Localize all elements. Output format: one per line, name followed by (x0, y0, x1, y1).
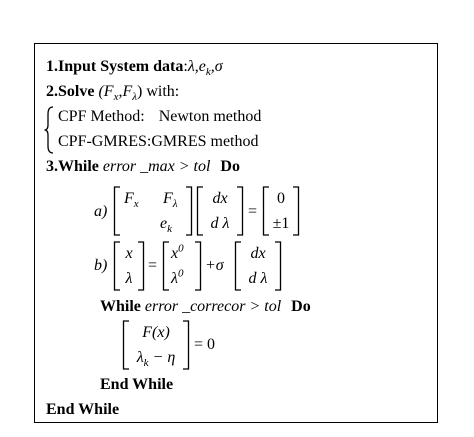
step1-vars: λ,e (187, 58, 206, 75)
eq-b-m2: λ0 (171, 267, 184, 287)
step1-line: 1.Input System data:λ,ek,σ (46, 57, 223, 79)
eq-b-mid-left-bracket (162, 241, 169, 291)
algorithm-box (34, 43, 438, 423)
eq-c-left-bracket (122, 320, 129, 370)
eq-a-prefix: a) (94, 203, 108, 220)
eq-c-r1: F(x) (142, 324, 170, 341)
step1-label: 1.Input System data (46, 58, 184, 75)
eq-b-right-right-bracket (275, 241, 282, 291)
step3-label: 3.While (46, 158, 99, 175)
eq-b-plus-sigma: +σ (205, 257, 224, 274)
left-brace-icon (44, 106, 54, 154)
eq-b-prefix: b) (94, 257, 108, 274)
step2-comma: ,F (118, 83, 133, 100)
inner-while-label: While (100, 298, 141, 315)
step2-open: (F (98, 83, 114, 100)
eq-b-left-bracket (113, 241, 120, 291)
end-outer-while: End While (46, 401, 120, 418)
eq-b-r2: d λ (248, 270, 268, 287)
step3-line: 3.While error _max > tol Do (46, 157, 240, 177)
step1-vars-end: ,σ (210, 58, 223, 75)
eq-a-rhs-right-bracket (293, 186, 300, 236)
eq-c-r2: λk − η (136, 349, 176, 370)
step1-vars-sub: k (205, 66, 211, 79)
eq-a-matrix-right-bracket (186, 186, 193, 236)
eq-b-l1: x (125, 245, 133, 262)
end-inner-while: End While (100, 376, 174, 393)
option-2: CPF-GMRES:GMRES method (58, 132, 259, 152)
option-1: CPF Method: Newton method (58, 107, 261, 127)
eq-b-equals: = (148, 257, 158, 274)
eq-b-m1: x0 (171, 242, 184, 262)
eq-b-l2: λ (125, 270, 133, 287)
eq-a-m22: ek (160, 215, 172, 236)
inner-while-condition: error _correcor > tol (144, 298, 282, 315)
step1-colon: : (183, 58, 188, 75)
option-2-name: CPF-GMRES: (58, 133, 152, 150)
step2-line: 2.Solve (Fx,Fλ) with: (46, 82, 180, 104)
eq-a-rhs-left-bracket (262, 186, 269, 236)
eq-a-equals: = (248, 203, 258, 220)
eq-a-m11: Fx (124, 190, 139, 211)
option-1-name: CPF Method: (58, 108, 145, 125)
step2-fx-sub: x (113, 91, 119, 104)
eq-a-v2: d λ (210, 215, 230, 232)
step2-with: with: (146, 83, 180, 100)
eq-c-equals-zero: = 0 (194, 336, 216, 353)
eq-a-vector-right-bracket (237, 186, 244, 236)
step2-label: 2.Solve (46, 83, 95, 100)
inner-while-do: Do (291, 298, 311, 315)
eq-c-right-bracket (183, 320, 190, 370)
step3-do: Do (220, 158, 240, 175)
eq-a-v1: dx (212, 190, 228, 207)
inner-while-line: While error _correcor > tol Do (100, 297, 311, 317)
eq-a-vector-left-bracket (196, 186, 203, 236)
eq-b-r1: dx (250, 245, 266, 262)
eq-b-mid-right-bracket (195, 241, 202, 291)
step2-close: ) (137, 83, 143, 100)
eq-a-r2: ±1 (272, 215, 290, 232)
eq-a-r1: 0 (277, 190, 285, 207)
option-1-method: Newton method (158, 108, 262, 125)
option-2-method: GMRES method (151, 133, 259, 150)
step3-condition: error _max > tol (102, 158, 211, 175)
step2-fl-sub: λ (132, 91, 137, 104)
eq-b-left-right-bracket (138, 241, 145, 291)
eq-a-m12: Fλ (163, 190, 178, 211)
eq-b-right-left-bracket (234, 241, 241, 291)
eq-a-matrix-left-bracket (113, 186, 120, 236)
